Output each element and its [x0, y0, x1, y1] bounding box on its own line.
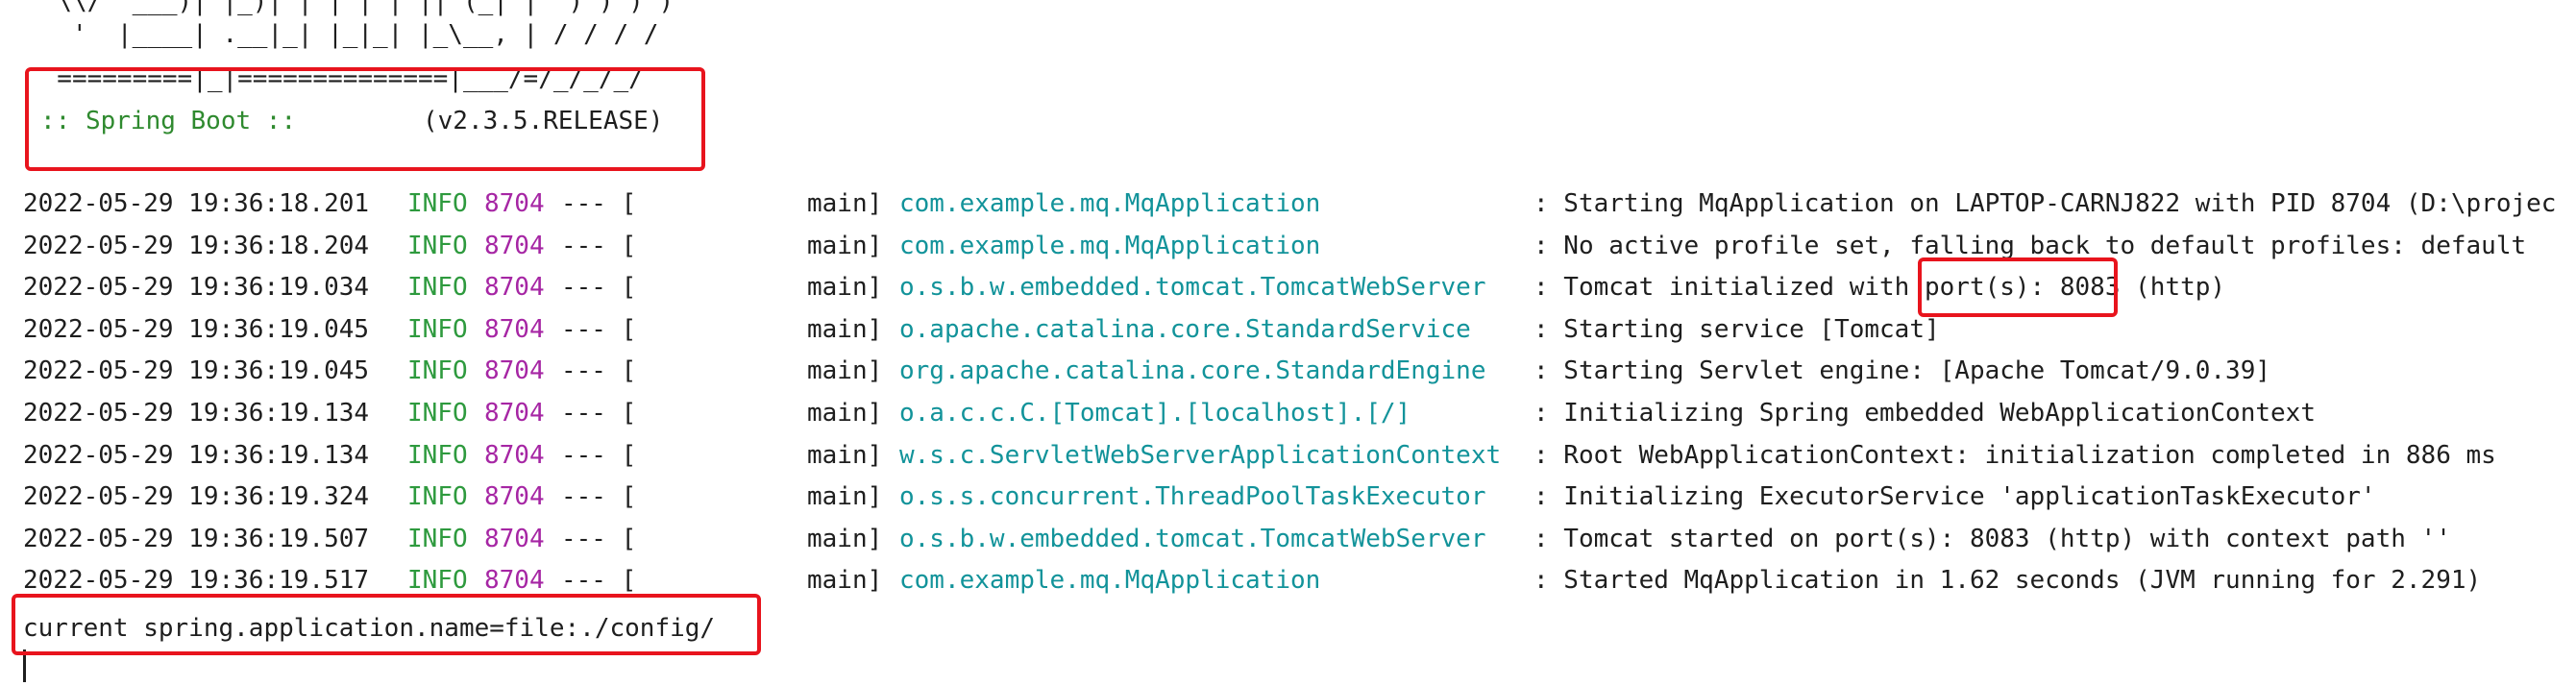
log-message: : Tomcat started on port(s): 8083 (http)… [1533, 524, 2451, 553]
log-separator: --- [ [561, 356, 637, 386]
log-level: INFO [407, 273, 468, 303]
log-separator: --- [ [561, 399, 637, 428]
log-separator: --- [ [561, 440, 637, 470]
log-logger: com.example.mq.MqApplication [899, 231, 1321, 260]
log-pid: 8704 [484, 399, 545, 428]
log-pid: 8704 [484, 356, 545, 386]
log-level: INFO [407, 399, 468, 428]
log-timestamp: 2022-05-29 19:36:19.134 [23, 440, 370, 470]
log-line: 2022-05-29 19:36:18.204 INFO 8704 --- [ main… [0, 225, 2576, 267]
log-timestamp: 2022-05-29 19:36:19.134 [23, 399, 370, 428]
log-thread: main] [807, 482, 883, 512]
banner-art-line: ' |____| .__|_| |_|_| |_\__, | / / / / [27, 20, 659, 49]
log-level: INFO [407, 440, 468, 470]
log-timestamp: 2022-05-29 19:36:19.324 [23, 482, 370, 512]
log-thread: main] [807, 314, 883, 344]
log-timestamp: 2022-05-29 19:36:19.045 [23, 356, 370, 386]
spring-boot-label: :: Spring Boot :: [40, 107, 297, 135]
log-pid: 8704 [484, 566, 545, 596]
log-thread: main] [807, 273, 883, 303]
log-line: 2022-05-29 19:36:19.507 INFO 8704 --- [ main… [0, 518, 2576, 560]
log-timestamp: 2022-05-29 19:36:19.045 [23, 314, 370, 344]
log-level: INFO [407, 356, 468, 386]
log-level: INFO [407, 231, 468, 260]
log-logger: org.apache.catalina.core.StandardEngine [899, 356, 1486, 386]
log-pid: 8704 [484, 440, 545, 470]
spring-boot-version: (v2.3.5.RELEASE) [423, 107, 664, 135]
log-message: : No active profile set, falling back to… [1533, 231, 2527, 260]
log-level: INFO [407, 482, 468, 512]
log-timestamp: 2022-05-29 19:36:18.204 [23, 231, 370, 260]
log-logger: w.s.c.ServletWebServerApplicationContext [899, 440, 1502, 470]
log-pid: 8704 [484, 273, 545, 303]
log-logger: com.example.mq.MqApplication [899, 566, 1321, 596]
log-separator: --- [ [561, 314, 637, 344]
log-timestamp: 2022-05-29 19:36:19.507 [23, 524, 370, 553]
log-thread: main] [807, 231, 883, 260]
log-pid: 8704 [484, 189, 545, 218]
log-pid: 8704 [484, 231, 545, 260]
log-separator: --- [ [561, 189, 637, 218]
log-timestamp: 2022-05-29 19:36:18.201 [23, 189, 370, 218]
log-level: INFO [407, 189, 468, 218]
log-thread: main] [807, 356, 883, 386]
log-message: : Starting service [Tomcat] [1533, 314, 1940, 344]
log-level: INFO [407, 314, 468, 344]
log-level: INFO [407, 566, 468, 596]
console-output-line: current spring.application.name=file:./c… [23, 614, 716, 643]
log-message: : Root WebApplicationContext: initializa… [1533, 440, 2496, 470]
log-logger: o.a.c.c.C.[Tomcat].[localhost].[/] [899, 399, 1411, 428]
log-line: 2022-05-29 19:36:18.201 INFO 8704 --- [ main… [0, 183, 2576, 225]
log-separator: --- [ [561, 524, 637, 553]
log-message: : Started MqApplication in 1.62 seconds … [1533, 566, 2482, 596]
log-message: : Initializing ExecutorService 'applicat… [1533, 482, 2376, 512]
log-logger: o.s.b.w.embedded.tomcat.TomcatWebServer [899, 273, 1486, 303]
log-thread: main] [807, 189, 883, 218]
log-line: 2022-05-29 19:36:19.324 INFO 8704 --- [ main… [0, 476, 2576, 518]
log-line: 2022-05-29 19:36:19.034 INFO 8704 --- [ main… [0, 266, 2576, 308]
log-separator: --- [ [561, 231, 637, 260]
log-logger: o.s.s.concurrent.ThreadPoolTaskExecutor [899, 482, 1486, 512]
banner-art-line: \\/ ___)| |_)| | | | | || (_| | ) ) ) ) [27, 0, 675, 16]
log-timestamp: 2022-05-29 19:36:19.034 [23, 273, 370, 303]
text-cursor [23, 649, 26, 682]
log-timestamp: 2022-05-29 19:36:19.517 [23, 566, 370, 596]
log-level: INFO [407, 524, 468, 553]
banner-art-line: =========|_|==============|___/=/_/_/_/ [27, 64, 644, 93]
log-thread: main] [807, 440, 883, 470]
log-logger: o.s.b.w.embedded.tomcat.TomcatWebServer [899, 524, 1486, 553]
log-pid: 8704 [484, 314, 545, 344]
log-message: : Tomcat initialized with port(s): 8083 … [1533, 273, 2226, 303]
log-message: : Initializing Spring embedded WebApplic… [1533, 399, 2316, 428]
log-thread: main] [807, 399, 883, 428]
log-line: 2022-05-29 19:36:19.517 INFO 8704 --- [ main… [0, 559, 2576, 601]
log-thread: main] [807, 566, 883, 596]
log-logger: o.apache.catalina.core.StandardService [899, 314, 1471, 344]
log-message: : Starting MqApplication on LAPTOP-CARNJ… [1533, 189, 2557, 218]
spring-boot-banner: :: Spring Boot :: (v2.3.5.RELEASE) [40, 100, 663, 142]
log-separator: --- [ [561, 566, 637, 596]
log-message: : Starting Servlet engine: [Apache Tomca… [1533, 356, 2271, 386]
log-logger: com.example.mq.MqApplication [899, 189, 1321, 218]
log-separator: --- [ [561, 273, 637, 303]
log-thread: main] [807, 524, 883, 553]
log-line: 2022-05-29 19:36:19.045 INFO 8704 --- [ main… [0, 350, 2576, 392]
log-line: 2022-05-29 19:36:19.134 INFO 8704 --- [ main… [0, 392, 2576, 434]
log-line: 2022-05-29 19:36:19.045 INFO 8704 --- [ main… [0, 308, 2576, 351]
log-pid: 8704 [484, 524, 545, 553]
log-line: 2022-05-29 19:36:19.134 INFO 8704 --- [ main… [0, 434, 2576, 477]
log-pid: 8704 [484, 482, 545, 512]
log-separator: --- [ [561, 482, 637, 512]
